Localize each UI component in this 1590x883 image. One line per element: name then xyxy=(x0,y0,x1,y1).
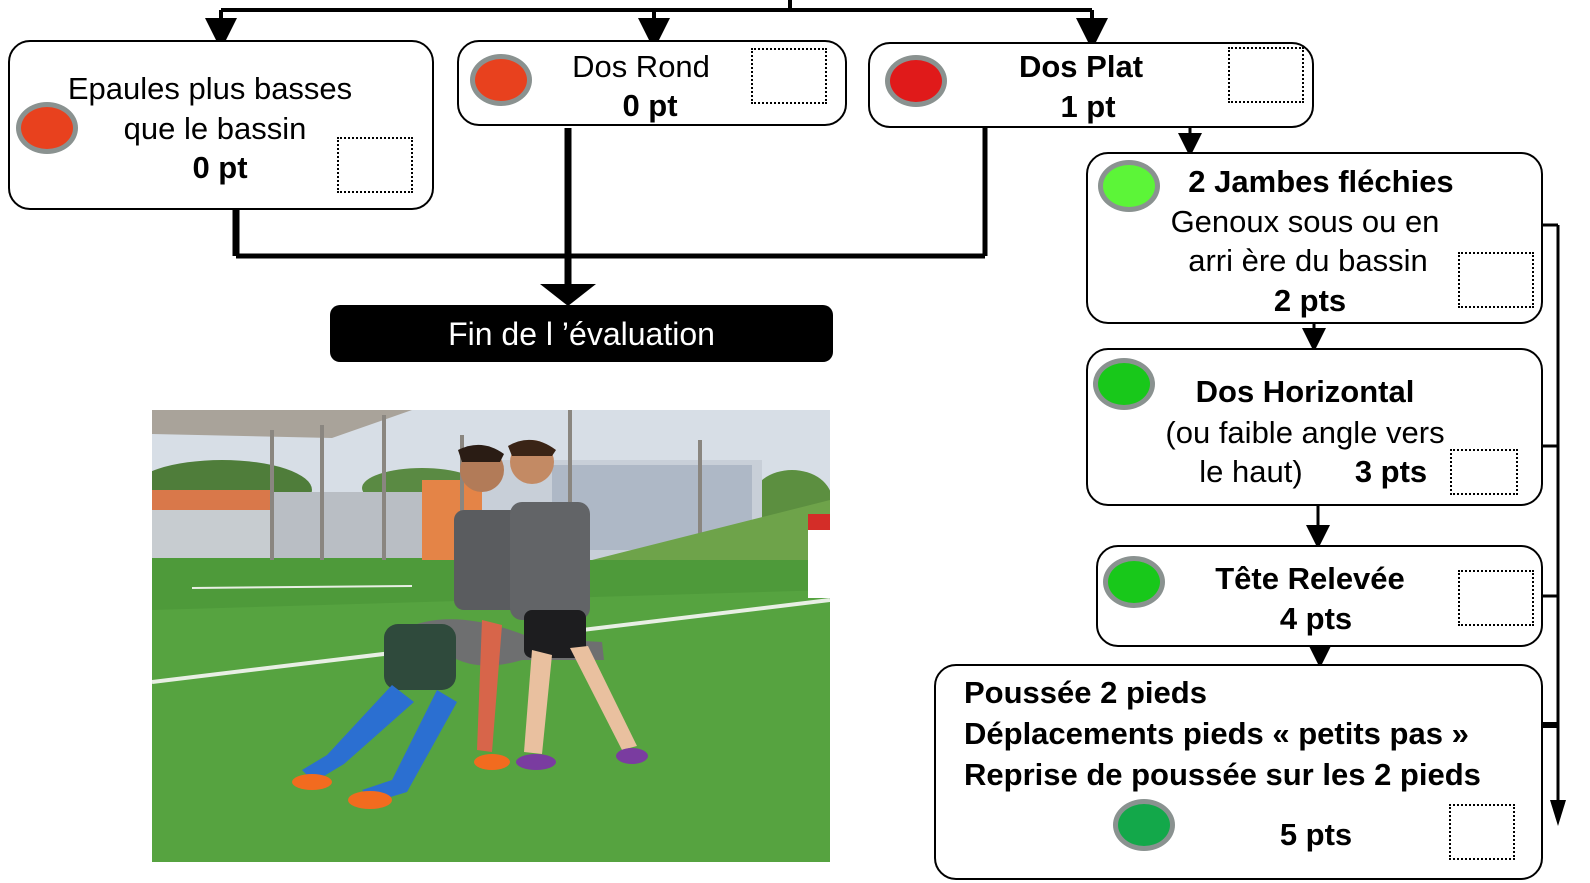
green-dot-icon xyxy=(1103,556,1165,608)
poussee-line2: Déplacements pieds « petits pas » xyxy=(964,716,1469,751)
jambes-title: 2 Jambes fléchies xyxy=(1188,164,1454,199)
dos-horizontal-line2: (ou faible angle vers xyxy=(1165,415,1445,450)
checkbox-dos-horizontal[interactable] xyxy=(1450,449,1518,495)
dos-plat-title: Dos Plat xyxy=(1018,49,1144,84)
poussee-line3: Reprise de poussée sur les 2 pieds xyxy=(964,757,1481,792)
red-dot-icon xyxy=(885,55,947,107)
dos-plat-points: 1 pt xyxy=(1060,89,1116,124)
box-poussee xyxy=(934,664,1543,880)
dos-rond-points: 0 pt xyxy=(622,88,678,123)
checkbox-poussee[interactable] xyxy=(1449,804,1515,860)
green-dot-icon xyxy=(1098,160,1160,212)
green-dot-icon xyxy=(1113,799,1175,851)
tete-title: Tête Relevée xyxy=(1215,561,1405,596)
jambes-points: 2 pts xyxy=(1273,283,1347,318)
checkbox-dos-rond[interactable] xyxy=(751,48,827,104)
red-dot-icon xyxy=(470,54,532,106)
checkbox-dos-plat[interactable] xyxy=(1228,47,1304,103)
jambes-line3: arri ère du bassin xyxy=(1188,243,1428,278)
red-dot-icon xyxy=(16,102,78,154)
epaules-line2: que le bassin xyxy=(123,111,307,146)
poussee-line1: Poussée 2 pieds xyxy=(964,675,1207,710)
tete-points: 4 pts xyxy=(1279,601,1353,636)
checkbox-tete-relevee[interactable] xyxy=(1458,570,1534,626)
jambes-line2: Genoux sous ou en xyxy=(1170,204,1440,239)
dos-horizontal-points: 3 pts xyxy=(1354,454,1428,489)
green-dot-icon xyxy=(1093,358,1155,410)
checkbox-jambes-flechies[interactable] xyxy=(1458,252,1534,308)
checkbox-epaules[interactable] xyxy=(337,137,413,193)
epaules-points: 0 pt xyxy=(192,150,248,185)
dos-rond-title: Dos Rond xyxy=(572,49,710,84)
poussee-points: 5 pts xyxy=(1279,817,1353,852)
epaules-line1: Epaules plus basses xyxy=(67,71,353,106)
end-of-evaluation-bar: Fin de l ’évaluation xyxy=(330,305,833,362)
dos-horizontal-title: Dos Horizontal xyxy=(1195,374,1415,409)
dos-horizontal-line3: le haut) xyxy=(1199,454,1303,489)
rugby-training-photo xyxy=(152,410,830,862)
